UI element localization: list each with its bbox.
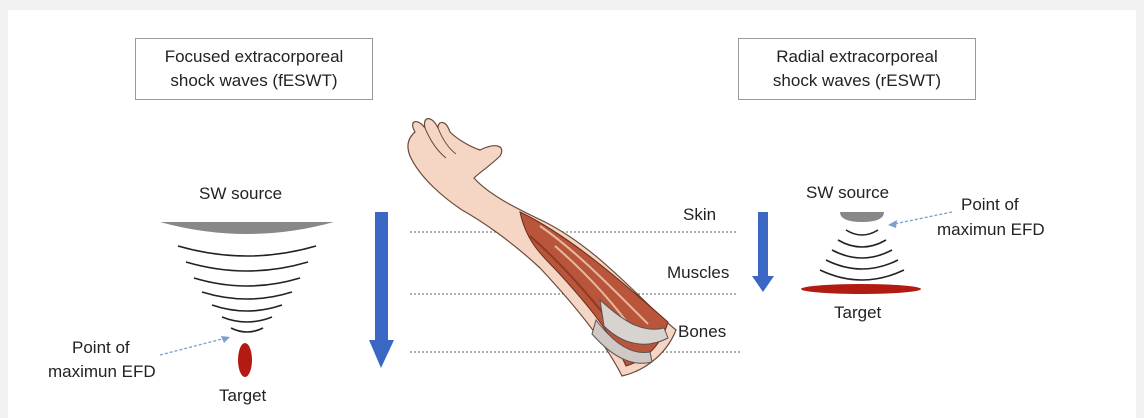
radial-title-box: Radial extracorporeal shock waves (rESWT… bbox=[738, 38, 976, 100]
radial-title-line1: Radial extracorporeal bbox=[739, 45, 975, 69]
skin-label: Skin bbox=[683, 205, 716, 225]
focused-title-line2: shock waves (fESWT) bbox=[136, 69, 372, 93]
radial-target-shape bbox=[801, 284, 921, 294]
radial-source-label: SW source bbox=[806, 183, 889, 203]
focused-point-pointer bbox=[160, 336, 230, 355]
focused-title-line1: Focused extracorporeal bbox=[136, 45, 372, 69]
focused-source-label: SW source bbox=[199, 184, 282, 204]
focused-target-label: Target bbox=[219, 386, 266, 406]
radial-title-line2: shock waves (rESWT) bbox=[739, 69, 975, 93]
focused-target-shape bbox=[238, 343, 252, 377]
focused-wavefronts bbox=[178, 246, 316, 332]
left-depth-arrow bbox=[369, 212, 394, 368]
radial-target-label: Target bbox=[834, 303, 881, 323]
radial-wavefronts bbox=[820, 230, 904, 280]
radial-sw-source bbox=[840, 212, 884, 222]
focused-point-label-line2: maximun EFD bbox=[48, 362, 156, 382]
radial-point-label-line1: Point of bbox=[961, 195, 1019, 215]
focused-title-box: Focused extracorporeal shock waves (fESW… bbox=[135, 38, 373, 100]
radial-point-label-line2: maximun EFD bbox=[937, 220, 1045, 240]
right-depth-arrow bbox=[752, 212, 774, 292]
focused-point-label-line1: Point of bbox=[72, 338, 130, 358]
muscles-label: Muscles bbox=[667, 263, 729, 283]
focused-sw-source bbox=[160, 222, 334, 234]
forearm-illustration bbox=[408, 119, 676, 376]
bones-label: Bones bbox=[678, 322, 726, 342]
